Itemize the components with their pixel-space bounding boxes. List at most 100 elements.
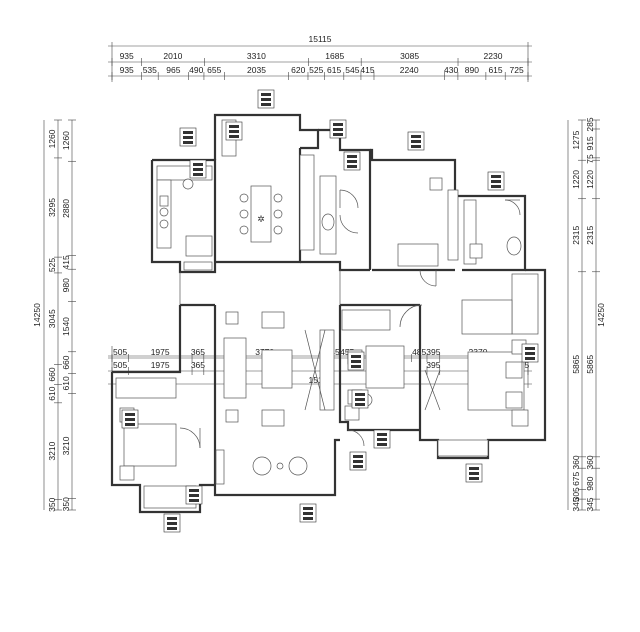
- dimension-label: 360: [585, 455, 595, 469]
- master-bedroom: [399, 273, 539, 457]
- dimension-label: 350: [61, 497, 71, 511]
- dimension-label: 1975: [151, 347, 170, 357]
- dimension-label: 2035: [247, 65, 266, 75]
- dimension-label: 615: [488, 65, 502, 75]
- reference-tag: [329, 119, 347, 139]
- dimension-label: 1260: [61, 131, 71, 150]
- dimension-label: 415: [61, 255, 71, 269]
- dimension-label: 620: [291, 65, 305, 75]
- dimension-label: 430: [444, 65, 458, 75]
- dimension-label: 980: [585, 476, 595, 490]
- dimension-label: 1540: [61, 317, 71, 336]
- kitchen: [156, 165, 213, 271]
- middle-bedroom: [341, 309, 405, 447]
- dimension-label: 655: [207, 65, 221, 75]
- top-dimension-row-1: 935 2010 3310 1685 3085 2230: [111, 51, 529, 66]
- dimension-label: 3210: [61, 436, 71, 455]
- dimension-label: 415: [360, 65, 374, 75]
- dimension-label: 1685: [325, 51, 344, 61]
- dimension-label: 5865: [571, 355, 581, 374]
- dimension-label: 490: [189, 65, 203, 75]
- dimension-label: 2010: [163, 51, 182, 61]
- reference-tag: [487, 171, 505, 191]
- dimension-label: 1220: [571, 170, 581, 189]
- dimension-label: 3085: [400, 51, 419, 61]
- dimension-label: 505: [113, 360, 127, 370]
- dimension-label: 395: [426, 360, 440, 370]
- dimension-label: 610: [47, 386, 57, 400]
- dimension-label: 660: [47, 367, 57, 381]
- dimension-label: 660: [61, 355, 71, 369]
- dimension-label: 980: [61, 278, 71, 292]
- reference-tag: [521, 343, 539, 363]
- dimension-label: 725: [510, 65, 524, 75]
- dimension-label: 395: [426, 347, 440, 357]
- dimension-label: 5865: [585, 355, 595, 374]
- dimension-label: 545: [345, 65, 359, 75]
- central-bathroom: [319, 175, 359, 255]
- reference-tag: [225, 121, 243, 141]
- left-dimension-inner: 1260 2880 415 980 1540 660 610 3210 350: [61, 119, 76, 511]
- dimension-label: 935: [120, 51, 134, 61]
- dimension-label: 3045: [47, 309, 57, 328]
- dimension-label: 75: [585, 154, 595, 164]
- dimension-label: 525: [47, 258, 57, 272]
- right-bathroom: [463, 199, 522, 265]
- dimension-label: 3310: [247, 51, 266, 61]
- reference-tag: [407, 131, 425, 151]
- reference-tag: [185, 485, 203, 505]
- dimension-label: 2880: [61, 199, 71, 218]
- left-dimension-chain: 14250 1260 3295 525 3045 660 610 3210 350 1260 2…: [32, 119, 76, 512]
- dimension-label: 2315: [571, 226, 581, 245]
- reference-tag: [121, 409, 139, 429]
- dimension-label: 285: [585, 117, 595, 131]
- right-total-label: 14250: [596, 303, 606, 327]
- top-total-label: 15115: [308, 34, 331, 44]
- dimension-label: 890: [465, 65, 479, 75]
- left-dimension-outer: 1260 3295 525 3045 660 610 3210 350: [47, 119, 62, 512]
- reference-tag: [349, 451, 367, 471]
- plant-icon: ✲: [257, 214, 265, 224]
- dimension-label: 915: [585, 136, 595, 150]
- dimension-label: 1975: [151, 360, 170, 370]
- dimension-label: 3295: [47, 198, 57, 217]
- dimension-label: 3210: [47, 441, 57, 460]
- dimension-label: 305: [571, 487, 581, 501]
- dimension-label: 365: [191, 347, 205, 357]
- reference-tag: [189, 159, 207, 179]
- dimension-label: 1260: [47, 129, 57, 148]
- dimension-label: 2240: [400, 65, 419, 75]
- dimension-label: 935: [120, 65, 134, 75]
- dimension-label: 1275: [571, 130, 581, 149]
- dimension-label: 505: [113, 347, 127, 357]
- walls: [110, 113, 547, 514]
- dimension-label: 345: [585, 497, 595, 511]
- top-dimension-chain: 15115 935 2010 3310 1685 3085 2230 935 535 965 4…: [108, 34, 532, 82]
- dimension-label: 350: [47, 497, 57, 511]
- right-dimension-chain: 14250 1275 1220 2315 5865 360 675 305 345 285 91…: [567, 117, 606, 512]
- reference-tag: [351, 389, 369, 409]
- reference-tag: [465, 463, 483, 483]
- reference-tag: [347, 351, 365, 371]
- upper-right-bedroom: [397, 177, 459, 287]
- dimension-label: 2230: [484, 51, 503, 61]
- dimension-label: 455: [340, 347, 354, 357]
- dimension-label: 1220: [585, 170, 595, 189]
- dimension-label: 675: [571, 471, 581, 485]
- living-room: [215, 311, 335, 485]
- dimension-label: 965: [166, 65, 180, 75]
- reference-tag: [257, 89, 275, 109]
- reference-tag: [163, 513, 181, 533]
- dimension-label: 615: [327, 65, 341, 75]
- dimension-label: 525: [309, 65, 323, 75]
- left-total-label: 14250: [32, 303, 42, 327]
- dimension-label: 360: [571, 455, 581, 469]
- dimension-label: 610: [61, 376, 71, 390]
- reference-tag: [373, 429, 391, 449]
- dimension-label: 535: [143, 65, 157, 75]
- reference-tag: [179, 127, 197, 147]
